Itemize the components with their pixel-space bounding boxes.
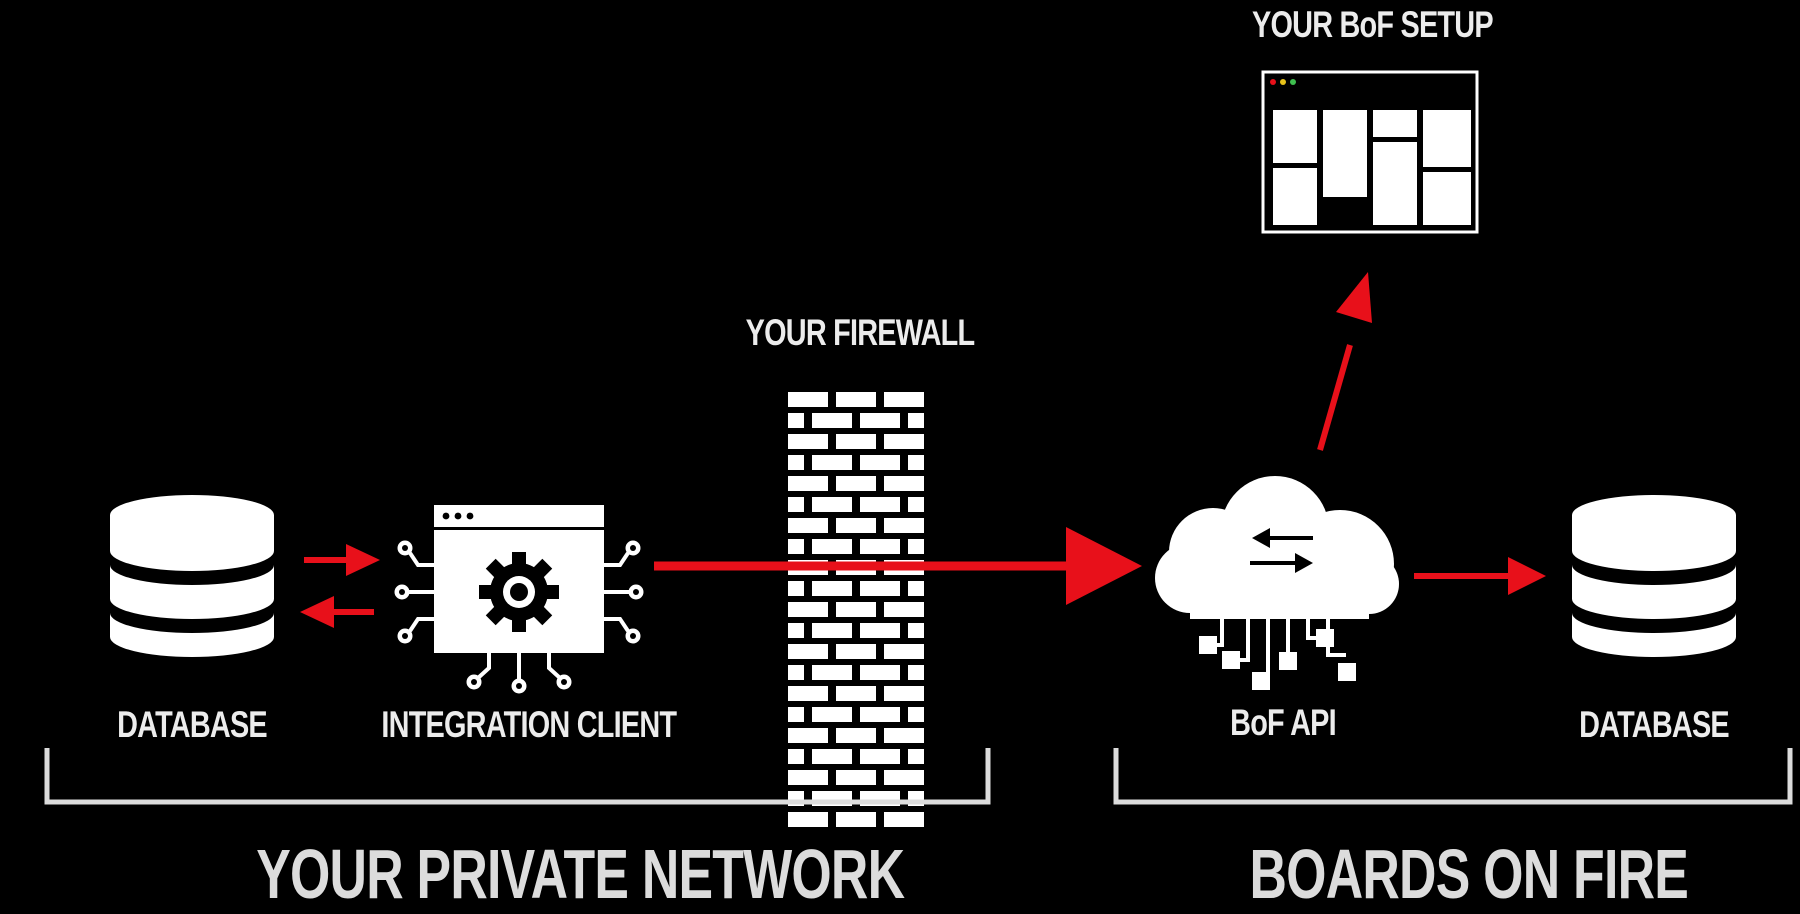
brick bbox=[788, 665, 804, 680]
brick bbox=[812, 539, 852, 554]
database-icon bbox=[1572, 495, 1736, 657]
brick bbox=[908, 413, 924, 428]
brick bbox=[860, 455, 900, 470]
brick bbox=[908, 707, 924, 722]
main-arrow-icon bbox=[654, 527, 1142, 605]
brick bbox=[788, 476, 828, 491]
brick bbox=[860, 413, 900, 428]
brick bbox=[884, 476, 924, 491]
brick bbox=[860, 539, 900, 554]
brick bbox=[884, 686, 924, 701]
brick bbox=[812, 749, 852, 764]
brick bbox=[836, 434, 876, 449]
brick bbox=[884, 770, 924, 785]
boards-on-fire-label: BOARDS ON FIRE bbox=[1249, 835, 1689, 913]
brick bbox=[884, 728, 924, 743]
brick bbox=[908, 539, 924, 554]
brick bbox=[908, 455, 924, 470]
brick bbox=[884, 518, 924, 533]
brick bbox=[836, 602, 876, 617]
brick bbox=[836, 686, 876, 701]
firewall-label: YOUR FIREWALL bbox=[745, 312, 976, 353]
brick bbox=[860, 749, 900, 764]
brick bbox=[788, 392, 828, 407]
brick bbox=[812, 665, 852, 680]
dashboard-window-icon bbox=[1261, 70, 1479, 234]
brick bbox=[788, 539, 804, 554]
brick bbox=[788, 518, 828, 533]
brick bbox=[788, 434, 828, 449]
brick bbox=[788, 413, 804, 428]
brick bbox=[836, 812, 876, 827]
brick bbox=[788, 581, 804, 596]
brick bbox=[788, 644, 828, 659]
brick bbox=[788, 770, 828, 785]
brick bbox=[908, 749, 924, 764]
brick bbox=[908, 497, 924, 512]
brick bbox=[908, 581, 924, 596]
database-left-label: DATABASE bbox=[117, 704, 268, 745]
brick bbox=[884, 434, 924, 449]
brick bbox=[788, 749, 804, 764]
brick bbox=[788, 602, 828, 617]
brick bbox=[788, 707, 804, 722]
brick bbox=[860, 623, 900, 638]
database-icon bbox=[110, 495, 274, 657]
brick bbox=[836, 392, 876, 407]
bof-api-label: BoF API bbox=[1230, 702, 1336, 743]
bof-setup-label: YOUR BoF SETUP bbox=[1252, 4, 1494, 45]
arrow-up-icon bbox=[1317, 272, 1372, 451]
brick bbox=[788, 686, 828, 701]
brick bbox=[908, 665, 924, 680]
brick-wall-icon bbox=[788, 392, 924, 827]
brick bbox=[812, 413, 852, 428]
brick bbox=[812, 581, 852, 596]
integration-client-label: INTEGRATION CLIENT bbox=[381, 704, 677, 745]
brick bbox=[884, 602, 924, 617]
brick bbox=[788, 497, 804, 512]
brick bbox=[860, 581, 900, 596]
brick bbox=[788, 728, 828, 743]
brick bbox=[908, 623, 924, 638]
brick bbox=[788, 812, 828, 827]
brick bbox=[812, 707, 852, 722]
arrow-right-icon bbox=[304, 544, 380, 576]
cloud-api-icon bbox=[1155, 476, 1399, 690]
arrow-right-db-icon bbox=[1414, 557, 1546, 595]
database-right-label: DATABASE bbox=[1579, 704, 1730, 745]
brick bbox=[836, 644, 876, 659]
brick bbox=[860, 497, 900, 512]
boards-on-fire-bracket bbox=[1113, 748, 1793, 805]
brick bbox=[812, 455, 852, 470]
private-network-label: YOUR PRIVATE NETWORK bbox=[256, 835, 905, 913]
brick bbox=[884, 392, 924, 407]
brick bbox=[860, 707, 900, 722]
brick bbox=[812, 497, 852, 512]
brick bbox=[812, 623, 852, 638]
brick bbox=[860, 665, 900, 680]
private-network-bracket bbox=[44, 748, 991, 805]
arrow-left-icon bbox=[300, 596, 374, 628]
brick bbox=[836, 728, 876, 743]
brick bbox=[836, 476, 876, 491]
brick bbox=[788, 455, 804, 470]
brick bbox=[884, 812, 924, 827]
brick bbox=[836, 518, 876, 533]
brick bbox=[788, 623, 804, 638]
brick bbox=[884, 644, 924, 659]
brick bbox=[836, 770, 876, 785]
integration-client-icon bbox=[394, 505, 644, 694]
